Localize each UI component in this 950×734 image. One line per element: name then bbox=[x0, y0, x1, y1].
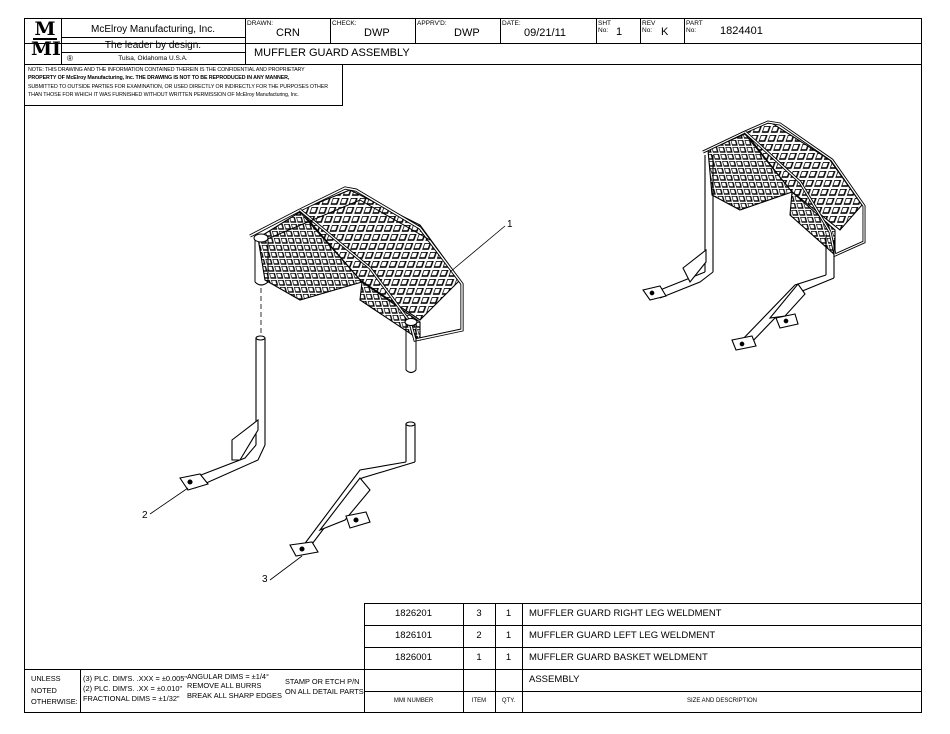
tol-line: FRACTIONAL DIMS = ±1/32" bbox=[83, 694, 180, 704]
date-value: 09/21/11 bbox=[524, 27, 567, 39]
right-leg-weldment bbox=[289, 421, 416, 557]
check-value: DWP bbox=[364, 27, 390, 39]
company-location: Tulsa, Oklahoma U.S.A. bbox=[118, 55, 188, 62]
bom-qty: 1 bbox=[505, 630, 512, 641]
tol-line: ON ALL DETAIL PARTS bbox=[285, 686, 364, 696]
tol-line: NOTED bbox=[31, 685, 57, 695]
company-slogan: The leader by design. bbox=[104, 40, 202, 51]
leader-line-1 bbox=[449, 225, 506, 273]
bom-number: 1826201 bbox=[395, 608, 432, 619]
tolerance-unless: UNLESS NOTED OTHERWISE: bbox=[31, 674, 78, 707]
tolerance-decimals: (3) PLC. DIM'S. .XXX = ±0.005" (2) PLC. … bbox=[83, 674, 188, 704]
leader-line-3 bbox=[269, 555, 303, 581]
company-line bbox=[61, 37, 245, 38]
cell-divider bbox=[596, 18, 597, 43]
apprvd-value: DWP bbox=[454, 27, 480, 39]
bom-col bbox=[463, 603, 464, 713]
company-name: McElroy Manufacturing, Inc. bbox=[91, 24, 215, 35]
notice-box bbox=[24, 64, 343, 106]
bom-qty: 1 bbox=[505, 608, 512, 619]
bom-header-qty: QTY. bbox=[501, 698, 516, 704]
bom-item: 2 bbox=[476, 630, 482, 641]
cell-divider bbox=[640, 18, 641, 43]
apprvd-label: APPRV'D: bbox=[417, 20, 447, 27]
bom-description: MUFFLER GUARD BASKET WELDMENT bbox=[529, 652, 708, 663]
tol-line: (3) PLC. DIM'S. .XXX = ±0.005" bbox=[83, 674, 188, 683]
logo-top-text: M bbox=[34, 18, 56, 40]
date-label: DATE: bbox=[502, 20, 521, 27]
balloon-3: 3 bbox=[262, 574, 268, 585]
bom-header-description: SIZE AND DESCRIPTION bbox=[686, 698, 757, 704]
cell-divider bbox=[330, 18, 331, 43]
bom-header-item: ITEM bbox=[471, 698, 487, 704]
drawn-value: CRN bbox=[276, 27, 300, 39]
bom-rule bbox=[24, 669, 922, 670]
left-leg-weldment bbox=[179, 335, 266, 491]
cell-divider bbox=[500, 18, 501, 43]
part-value: 1824401 bbox=[720, 25, 763, 37]
bom-qty: 1 bbox=[505, 652, 512, 663]
tol-divider bbox=[80, 669, 81, 713]
notice-text: NOTE: THIS DRAWING AND THE INFORMATION C… bbox=[28, 66, 328, 100]
drawing-sheet-border bbox=[24, 18, 922, 713]
sht-label-1: SHT bbox=[598, 20, 611, 27]
tol-line: ANGULAR DIMS = ±1/4° bbox=[187, 672, 269, 681]
bom-rule bbox=[364, 603, 922, 604]
bom-number: 1826101 bbox=[395, 630, 432, 641]
bom-description: MUFFLER GUARD RIGHT LEG WELDMENT bbox=[529, 608, 722, 619]
bom-description: MUFFLER GUARD LEFT LEG WELDMENT bbox=[529, 630, 716, 641]
logo-bar bbox=[33, 38, 57, 40]
logo-divider bbox=[61, 18, 62, 64]
tolerance-angular: ANGULAR DIMS = ±1/4° REMOVE ALL BURRS BR… bbox=[187, 672, 282, 701]
company-logo: M MI bbox=[31, 18, 61, 60]
bom-rule bbox=[364, 691, 922, 692]
bom-col bbox=[364, 603, 365, 713]
bom-item: 3 bbox=[476, 608, 482, 619]
company-line bbox=[61, 52, 245, 53]
bom-number: 1826001 bbox=[395, 652, 432, 663]
registered-icon: ® bbox=[67, 54, 73, 63]
tol-line: REMOVE ALL BURRS bbox=[187, 680, 262, 690]
balloon-2: 2 bbox=[142, 510, 148, 521]
tol-line: BREAK ALL SHARP EDGES bbox=[187, 691, 282, 701]
notice-line: PROPERTY OF McElroy Manufacturing, Inc. … bbox=[28, 75, 290, 82]
bom-item: 1 bbox=[476, 652, 482, 663]
balloon-1: 1 bbox=[507, 219, 513, 230]
check-label: CHECK: bbox=[332, 20, 357, 27]
tol-line: UNLESS bbox=[31, 674, 61, 683]
bom-assembly-label: ASSEMBLY bbox=[529, 674, 580, 685]
notice-line: SUBMITTED TO OUTSIDE PARTIES FOR EXAMINA… bbox=[28, 83, 328, 90]
sht-label-2: No: bbox=[598, 27, 609, 34]
drawn-label: DRAWN: bbox=[247, 20, 274, 27]
rev-label-2: No: bbox=[642, 27, 653, 34]
bom-col bbox=[495, 603, 496, 713]
title-row-divider bbox=[24, 43, 922, 44]
stamp-note: STAMP OR ETCH P/N ON ALL DETAIL PARTS bbox=[285, 677, 364, 696]
bom-rule bbox=[364, 647, 922, 648]
assembled-view bbox=[642, 120, 866, 351]
logo-bottom-text: MI bbox=[31, 37, 61, 60]
sht-value: 1 bbox=[616, 26, 623, 38]
cell-divider bbox=[684, 18, 685, 43]
basket-weldment-exploded bbox=[249, 186, 464, 374]
tol-line: OTHERWISE: bbox=[31, 697, 78, 707]
cell-divider bbox=[415, 18, 416, 43]
drawing-title: MUFFLER GUARD ASSEMBLY bbox=[254, 47, 410, 59]
notice-line: NOTE: THIS DRAWING AND THE INFORMATION C… bbox=[28, 67, 305, 73]
part-label-1: PART bbox=[686, 20, 703, 27]
leader-line-2 bbox=[149, 487, 189, 515]
notice-line: THAN THOSE FOR WHICH IT WAS FURNISHED WI… bbox=[28, 92, 299, 99]
title-bottom-divider bbox=[24, 64, 922, 65]
rev-value: K bbox=[661, 26, 669, 38]
company-divider bbox=[245, 18, 246, 64]
part-label-2: No: bbox=[686, 27, 697, 34]
bom-col bbox=[522, 603, 523, 713]
rev-label-1: REV bbox=[642, 20, 656, 27]
tol-line: (2) PLC. DIM'S. .XX = ±0.010" bbox=[83, 684, 183, 694]
bom-rule bbox=[364, 625, 922, 626]
bom-header-number: MMI NUMBER bbox=[393, 698, 434, 704]
tol-line: STAMP OR ETCH P/N bbox=[285, 677, 360, 686]
